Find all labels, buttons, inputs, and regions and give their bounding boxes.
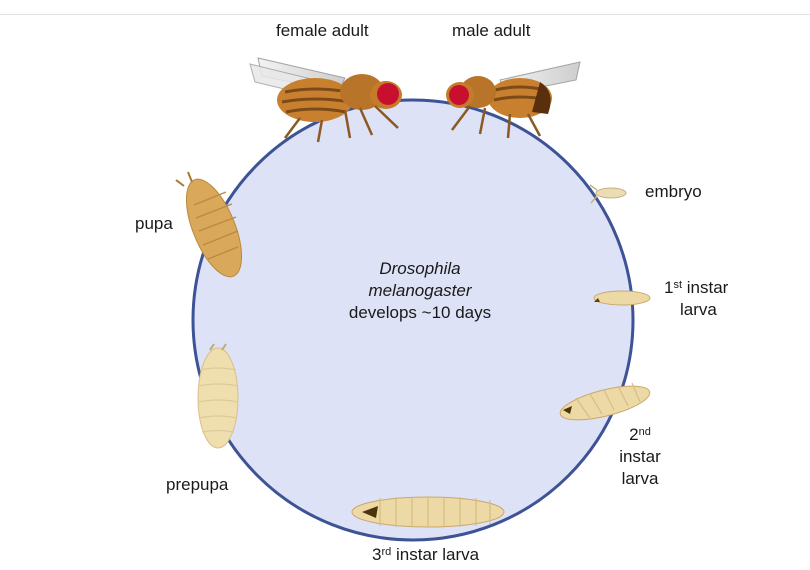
third-instar-rest: instar larva — [396, 545, 479, 564]
prepupa-label: prepupa — [166, 474, 228, 496]
development-duration: develops ~10 days — [300, 302, 540, 324]
second-instar-line3: larva — [615, 468, 665, 490]
center-caption: Drosophila melanogaster develops ~10 day… — [300, 258, 540, 324]
first-instar-sup: st — [673, 279, 682, 291]
first-instar-word: instar — [687, 278, 729, 297]
first-instar-label: 1st instar — [664, 277, 728, 299]
third-instar-sup: rd — [381, 546, 391, 558]
second-instar-num: 2 — [629, 425, 638, 444]
third-instar-larva-icon — [352, 497, 504, 527]
pupa-label: pupa — [135, 213, 173, 235]
male-adult-label: male adult — [452, 20, 530, 42]
second-instar-line2: instar — [615, 446, 665, 468]
second-instar-sup: nd — [639, 426, 651, 438]
first-instar-line2: larva — [680, 299, 717, 321]
species-genus: Drosophila — [300, 258, 540, 280]
third-instar-label: 3rd instar larva — [372, 544, 479, 566]
embryo-label: embryo — [645, 181, 702, 203]
first-instar-larva-icon — [594, 291, 650, 305]
second-instar-label: 2nd instar larva — [615, 424, 665, 490]
species-name: melanogaster — [300, 280, 540, 302]
female-adult-label: female adult — [276, 20, 369, 42]
